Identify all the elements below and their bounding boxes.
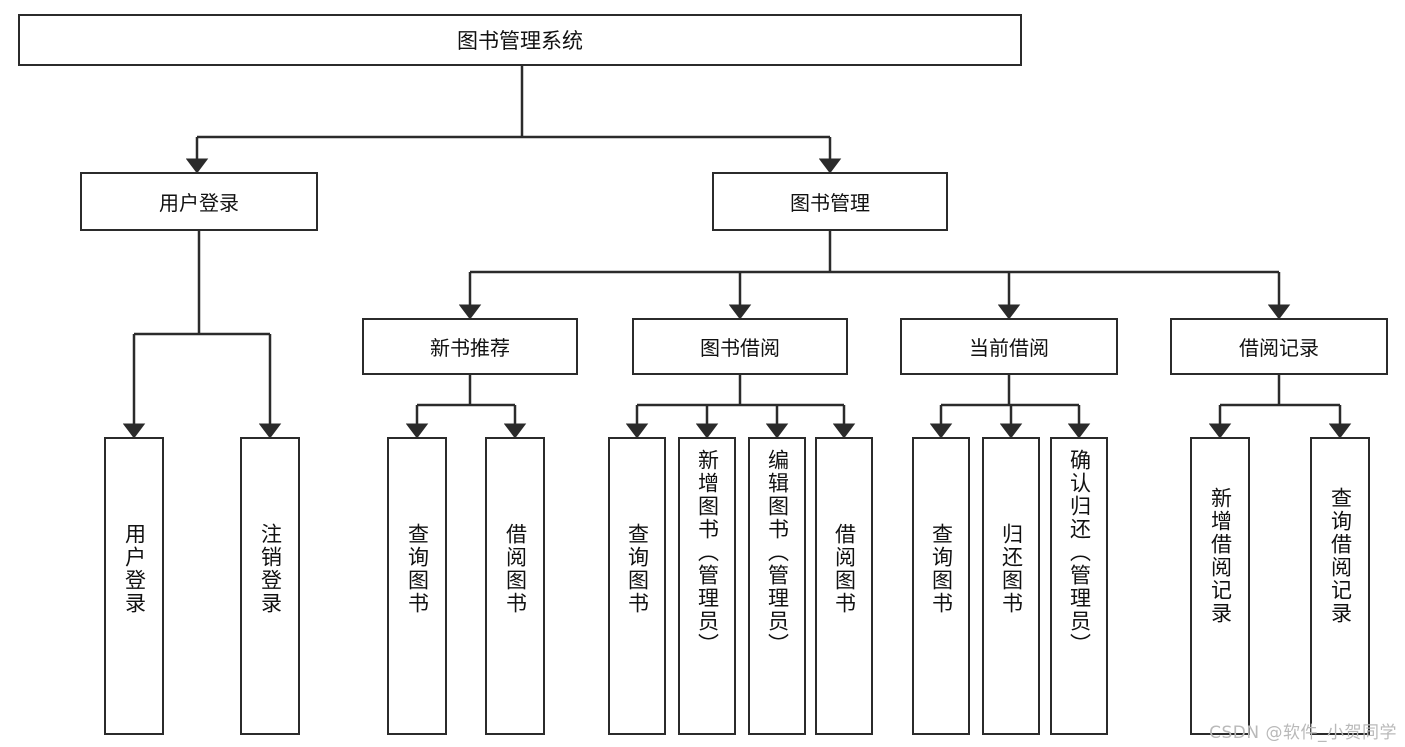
node-label: 查询图书: [625, 523, 650, 615]
node-label: 新增借阅记录: [1208, 487, 1233, 625]
node-label: 图书管理: [790, 191, 870, 215]
node-label: 用户登录: [122, 523, 147, 615]
node-leaf-11[interactable]: 新增借阅记录: [1190, 437, 1250, 735]
node-level3-3[interactable]: 借阅记录: [1170, 318, 1388, 375]
watermark-text: CSDN @软件_小贺同学: [1209, 723, 1397, 743]
node-label: 确认归还（管理员）: [1067, 449, 1092, 656]
node-leaf-5[interactable]: 新增图书（管理员）: [678, 437, 736, 735]
node-label: 图书管理系统: [457, 29, 583, 53]
node-leaf-12[interactable]: 查询借阅记录: [1310, 437, 1370, 735]
node-label: 查询图书: [929, 523, 954, 615]
node-label: 借阅记录: [1239, 336, 1319, 360]
node-leaf-8[interactable]: 查询图书: [912, 437, 970, 735]
node-label: 归还图书: [999, 523, 1024, 615]
node-label: 注销登录: [258, 523, 283, 615]
node-leaf-3[interactable]: 借阅图书: [485, 437, 545, 735]
node-label: 图书借阅: [700, 336, 780, 360]
node-root-图书管理系统[interactable]: 图书管理系统: [18, 14, 1022, 66]
node-label: 借阅图书: [832, 523, 857, 615]
node-label: 借阅图书: [503, 523, 528, 615]
node-leaf-4[interactable]: 查询图书: [608, 437, 666, 735]
node-level3-0[interactable]: 新书推荐: [362, 318, 578, 375]
node-level3-1[interactable]: 图书借阅: [632, 318, 848, 375]
node-label: 查询借阅记录: [1328, 487, 1353, 625]
node-label: 新增图书（管理员）: [695, 449, 720, 656]
node-leaf-9[interactable]: 归还图书: [982, 437, 1040, 735]
node-leaf-7[interactable]: 借阅图书: [815, 437, 873, 735]
node-leaf-6[interactable]: 编辑图书（管理员）: [748, 437, 806, 735]
node-label: 新书推荐: [430, 336, 510, 360]
node-leaf-0[interactable]: 用户登录: [104, 437, 164, 735]
node-leaf-10[interactable]: 确认归还（管理员）: [1050, 437, 1108, 735]
node-label: 用户登录: [159, 191, 239, 215]
node-level3-2[interactable]: 当前借阅: [900, 318, 1118, 375]
node-leaf-2[interactable]: 查询图书: [387, 437, 447, 735]
node-label: 当前借阅: [969, 336, 1049, 360]
node-level2-1[interactable]: 图书管理: [712, 172, 948, 231]
node-level2-0[interactable]: 用户登录: [80, 172, 318, 231]
node-leaf-1[interactable]: 注销登录: [240, 437, 300, 735]
node-label: 编辑图书（管理员）: [765, 449, 790, 656]
node-label: 查询图书: [405, 523, 430, 615]
